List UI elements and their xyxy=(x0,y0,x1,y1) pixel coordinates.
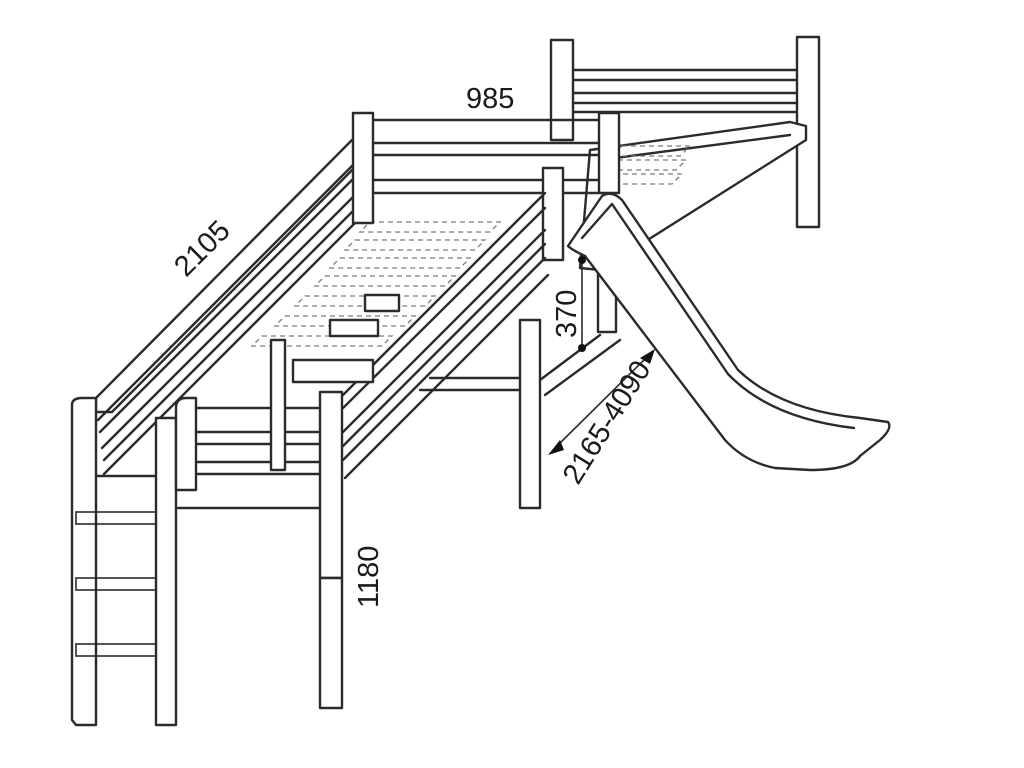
dim-370-marker xyxy=(578,256,586,352)
dim-height: 1180 xyxy=(353,546,385,608)
ladder xyxy=(70,396,178,727)
slide xyxy=(566,192,891,472)
upper-end-guard-rail xyxy=(351,111,621,225)
dim-bed-width: 985 xyxy=(466,83,514,115)
dim-slide-length-arrow xyxy=(548,349,655,455)
front-end-guard-rail xyxy=(193,406,322,476)
front-posts xyxy=(174,390,344,710)
dim-slide-step: 370 xyxy=(551,290,583,338)
upper-front-guard-rail xyxy=(341,166,565,480)
